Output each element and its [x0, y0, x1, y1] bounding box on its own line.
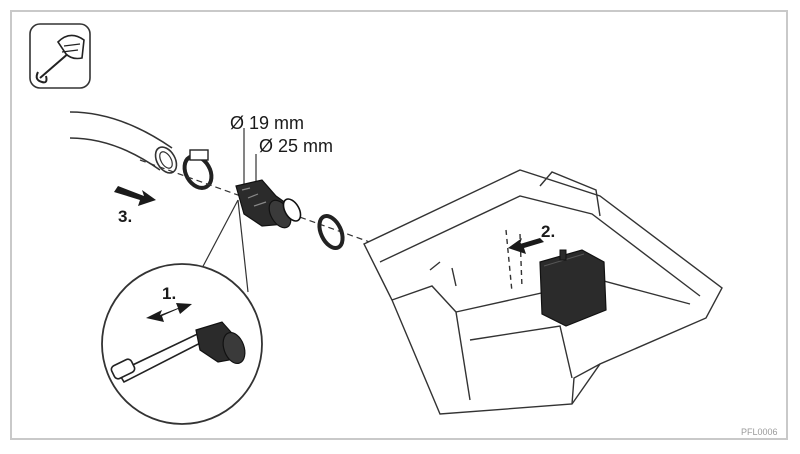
step-3-arrow: [114, 186, 156, 206]
callout-line-right: [237, 199, 249, 293]
diameter-25-label: Ø 25 mm: [259, 136, 334, 156]
step-1-label: 1.: [162, 284, 177, 303]
detail-magnifier: [101, 263, 263, 425]
step-3-label: 3.: [118, 207, 133, 226]
pump: [539, 249, 607, 327]
hose-clamp: [182, 149, 214, 190]
diameter-19-label: Ø 19 mm: [230, 113, 305, 133]
step-2-label: 2.: [541, 222, 556, 241]
hose-connector: [235, 179, 302, 229]
step-2-arrow: [508, 238, 544, 254]
step-1-double-arrow: [146, 303, 192, 322]
callout-line-left: [199, 199, 239, 273]
hose: [69, 111, 178, 174]
sealing-ring: [317, 214, 345, 250]
figure-code: PFL0006: [741, 427, 778, 437]
wrench-tool-icon: [29, 23, 91, 89]
